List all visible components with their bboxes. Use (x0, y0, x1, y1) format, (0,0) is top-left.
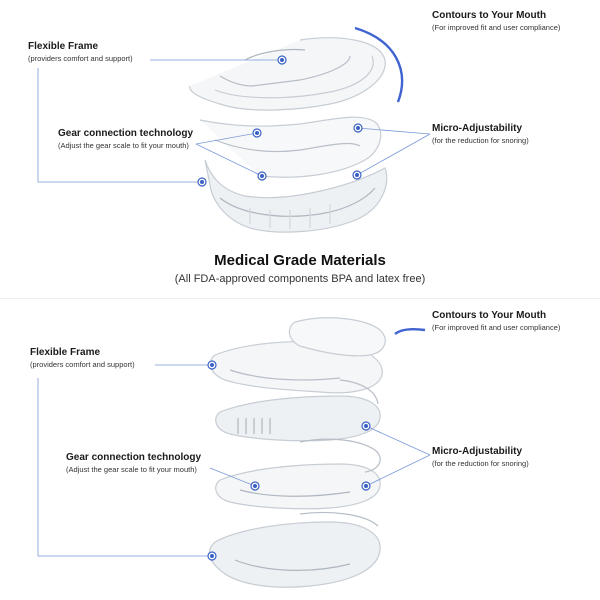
flexible-frame-callout: Flexible Frame (providers comfort and su… (28, 41, 133, 63)
callout-dots (197, 55, 363, 187)
assembled-guard-panel: Contours to Your Mouth (For improved fit… (0, 10, 600, 285)
gear-callout: Gear connection technology (Adjust the g… (58, 128, 193, 150)
exploded-guard-illustration (37, 317, 431, 588)
materials-title: Medical Grade Materials (214, 252, 386, 269)
materials-heading: Medical Grade Materials (All FDA-approve… (0, 252, 600, 285)
gear-subtitle: (Adjust the gear scale to fit your mouth… (66, 465, 197, 474)
micro-title: Micro-Adjustability (432, 123, 523, 134)
contours-callout: Contours to Your Mouth (For improved fit… (432, 310, 560, 332)
contours-title: Contours to Your Mouth (432, 10, 547, 21)
contours-subtitle: (For improved fit and user compliance) (432, 23, 561, 32)
gear-callout: Gear connection technology (Adjust the g… (66, 452, 201, 474)
micro-callout: Micro-Adjustability (for the reduction f… (432, 123, 529, 145)
contours-title: Contours to Your Mouth (432, 310, 547, 321)
assembled-mouthguard (189, 37, 388, 233)
flexible-frame-title: Flexible Frame (30, 347, 101, 358)
flexible-frame-subtitle: (providers comfort and support) (30, 360, 135, 369)
materials-subtitle: (All FDA-approved components BPA and lat… (174, 273, 426, 285)
assembled-guard-illustration (37, 26, 431, 233)
flexible-frame-callout: Flexible Frame (providers comfort and su… (30, 347, 135, 369)
flexible-frame-title: Flexible Frame (28, 41, 99, 52)
gear-title: Gear connection technology (58, 128, 194, 139)
flexible-frame-subtitle: (providers comfort and support) (28, 54, 133, 63)
exploded-guard-panel: Contours to Your Mouth (For improved fit… (0, 300, 600, 600)
contours-callout: Contours to Your Mouth (For improved fit… (432, 10, 560, 32)
leader-lines (37, 364, 431, 557)
micro-title: Micro-Adjustability (432, 446, 523, 457)
contour-arc (394, 328, 426, 335)
leader-lines (37, 59, 431, 183)
gear-title: Gear connection technology (66, 452, 202, 463)
micro-callout: Micro-Adjustability (for the reduction f… (432, 446, 529, 468)
micro-subtitle: (for the reduction for snoring) (432, 136, 529, 145)
exploded-mouthguard (208, 317, 386, 588)
micro-subtitle: (for the reduction for snoring) (432, 459, 529, 468)
callout-dots (207, 360, 371, 561)
contour-arc (354, 26, 404, 103)
gear-subtitle: (Adjust the gear scale to fit your mouth… (58, 141, 189, 150)
panel-divider (0, 298, 600, 299)
contours-subtitle: (For improved fit and user compliance) (432, 323, 561, 332)
